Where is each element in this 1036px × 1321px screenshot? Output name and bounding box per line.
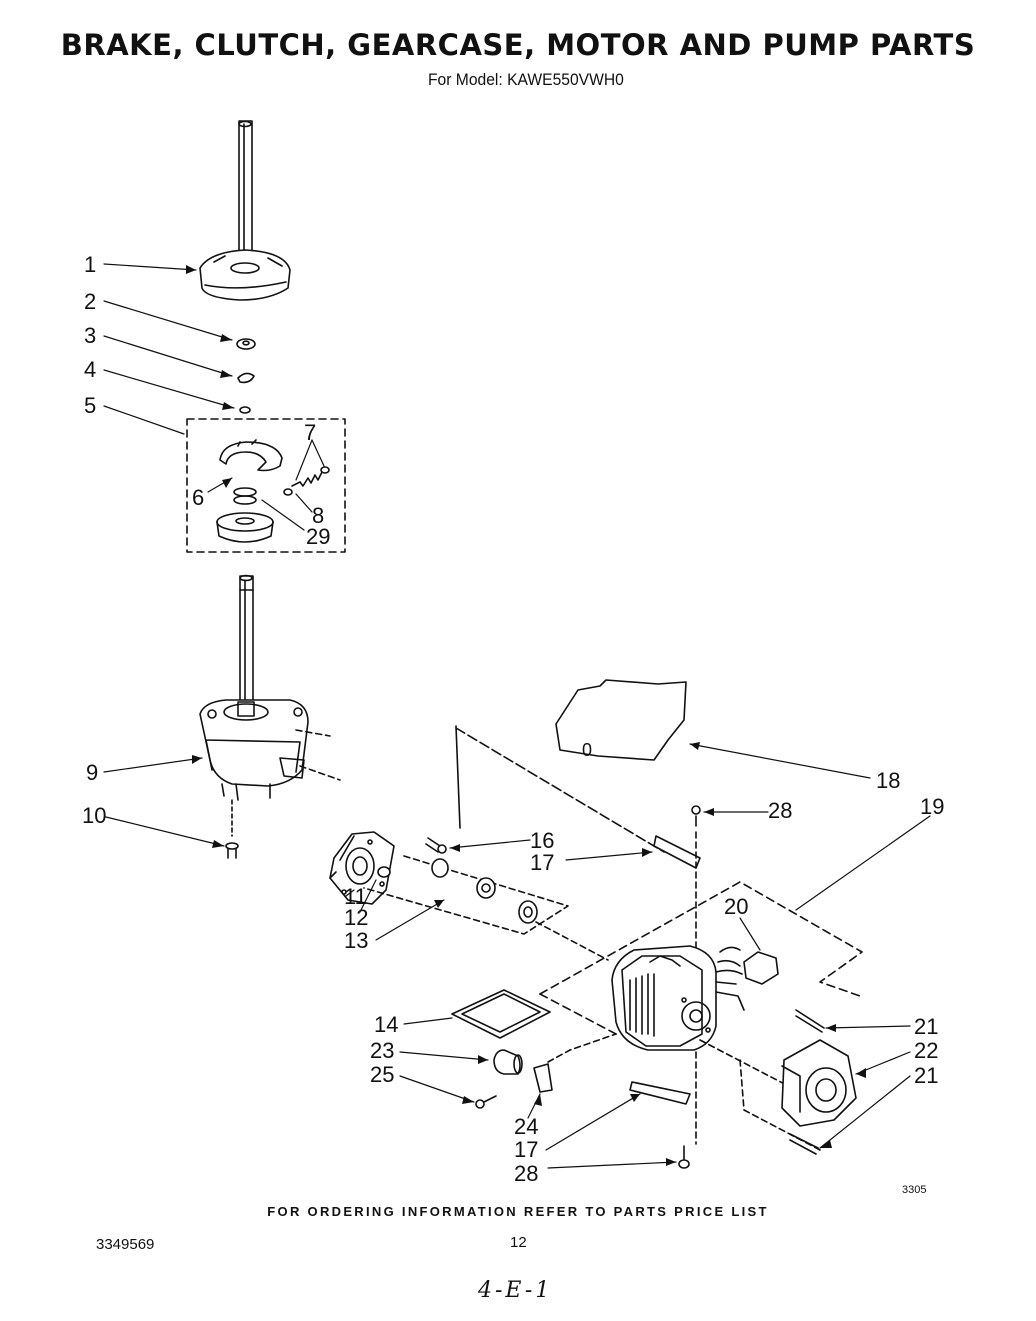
page-number: 12 xyxy=(510,1234,527,1251)
part-21-pins xyxy=(789,1009,825,1155)
part-20-switch xyxy=(715,946,779,985)
callout-12: 12 xyxy=(344,905,368,930)
part-13-coupling xyxy=(363,855,569,935)
callout-7: 7 xyxy=(304,420,316,445)
part-12-nut xyxy=(377,866,391,878)
callout-19: 19 xyxy=(920,794,944,819)
callout-25: 25 xyxy=(370,1062,394,1087)
callout-13: 13 xyxy=(344,928,368,953)
callout-17-lower: 17 xyxy=(514,1137,538,1162)
callout-21-lower: 21 xyxy=(914,1063,938,1088)
callout-20: 20 xyxy=(724,894,748,919)
callout-11: 11 xyxy=(344,884,367,909)
callout-28-upper: 28 xyxy=(768,798,792,823)
ordering-note: FOR ORDERING INFORMATION REFER TO PARTS … xyxy=(267,1204,769,1219)
part-19-bracket-region xyxy=(539,881,863,997)
part-17-strap-lower xyxy=(629,1081,691,1105)
part-29-washers xyxy=(233,487,257,505)
callout-24: 24 xyxy=(514,1114,538,1139)
callout-16: 16 xyxy=(530,828,554,853)
figure-code: 3305 xyxy=(902,1184,927,1196)
callout-9: 9 xyxy=(86,760,98,785)
gearcase-shaft xyxy=(239,574,254,709)
part-18-shield xyxy=(555,679,687,761)
part-11-motor-mount xyxy=(329,831,395,905)
part-23-capacitor xyxy=(493,1049,523,1075)
part-28-screw-lower xyxy=(678,1145,690,1169)
arrowheads xyxy=(186,265,866,1166)
motor xyxy=(611,945,745,1051)
callout-10: 10 xyxy=(82,803,106,828)
callout-14: 14 xyxy=(374,1012,398,1037)
part-3-clip xyxy=(237,372,255,384)
page-title: BRAKE, CLUTCH, GEARCASE, MOTOR AND PUMP … xyxy=(60,28,976,62)
part-7-8-spring xyxy=(283,466,330,496)
document-number: 3349569 xyxy=(96,1236,155,1253)
callout-2: 2 xyxy=(84,289,96,314)
part-16-bolt xyxy=(425,837,441,853)
callout-28-lower: 28 xyxy=(514,1161,538,1186)
part-6-brake-band xyxy=(219,439,283,472)
callout-5: 5 xyxy=(84,393,96,418)
callout-23: 23 xyxy=(370,1038,394,1063)
shield-panel-mark: 0 xyxy=(582,740,592,760)
part-10-bolt xyxy=(225,799,239,859)
part-25-screw xyxy=(475,1095,497,1109)
callout-4: 4 xyxy=(84,357,96,382)
part-14-gasket xyxy=(451,989,551,1039)
callout-22: 22 xyxy=(914,1038,938,1063)
callout-29: 29 xyxy=(306,524,330,549)
callout-21-upper: 21 xyxy=(914,1014,938,1039)
part-22-pump xyxy=(781,1039,857,1127)
handwritten-mark: 4-E-1 xyxy=(478,1278,553,1303)
part-17-strap-upper xyxy=(653,835,701,869)
brake-shaft-top xyxy=(238,120,253,264)
callout-18: 18 xyxy=(876,768,900,793)
part-1-brake-hub xyxy=(199,249,291,301)
callout-6: 6 xyxy=(192,485,204,510)
part-9-gearcase xyxy=(199,699,309,801)
callout-1: 1 xyxy=(84,252,96,277)
callout-3: 3 xyxy=(84,323,96,348)
part-24-clip xyxy=(533,1063,553,1093)
callout-17-upper: 17 xyxy=(530,850,554,875)
part-4-ring xyxy=(239,406,251,414)
brake-assembly-box xyxy=(186,418,346,553)
leader-lines xyxy=(103,263,931,1169)
model-subtitle: For Model: KAWE550VWH0 xyxy=(428,70,624,89)
callout-numbers: 1 2 3 4 5 6 7 8 29 9 10 11 12 13 16 17 1… xyxy=(82,252,944,1186)
brake-drum xyxy=(216,512,274,543)
callout-8: 8 xyxy=(312,503,324,528)
